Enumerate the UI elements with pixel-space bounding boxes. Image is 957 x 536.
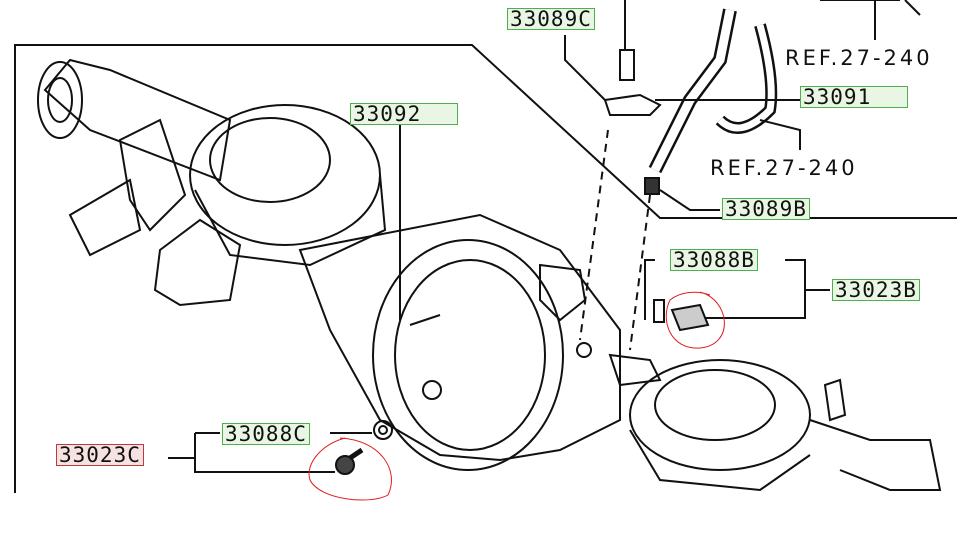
left-cover	[189, 104, 381, 246]
reference-label: REF.27-240	[710, 156, 858, 180]
axle-tube-left	[43, 58, 232, 182]
highlight-circle-33023B	[665, 291, 725, 349]
part-label-33088c[interactable]: 33088C	[222, 423, 310, 445]
part-label-33091[interactable]: 33091	[800, 86, 908, 108]
frame-border	[14, 44, 957, 493]
highlight-circle-33023C	[308, 437, 392, 501]
part-label-33023c[interactable]: 33023C	[56, 444, 144, 466]
diff-ring	[372, 239, 564, 471]
part-label-33092[interactable]: 33092	[350, 103, 458, 125]
part-label-33088b[interactable]: 33088B	[670, 249, 758, 271]
part-label-33023b[interactable]: 33023B	[832, 279, 920, 301]
reference-label: REF.27-240	[785, 46, 933, 70]
part-label-33089c[interactable]: 33089C	[507, 8, 595, 30]
center-housing	[298, 213, 621, 462]
right-cover	[629, 359, 811, 471]
part-label-33089b[interactable]: 33089B	[722, 198, 810, 220]
